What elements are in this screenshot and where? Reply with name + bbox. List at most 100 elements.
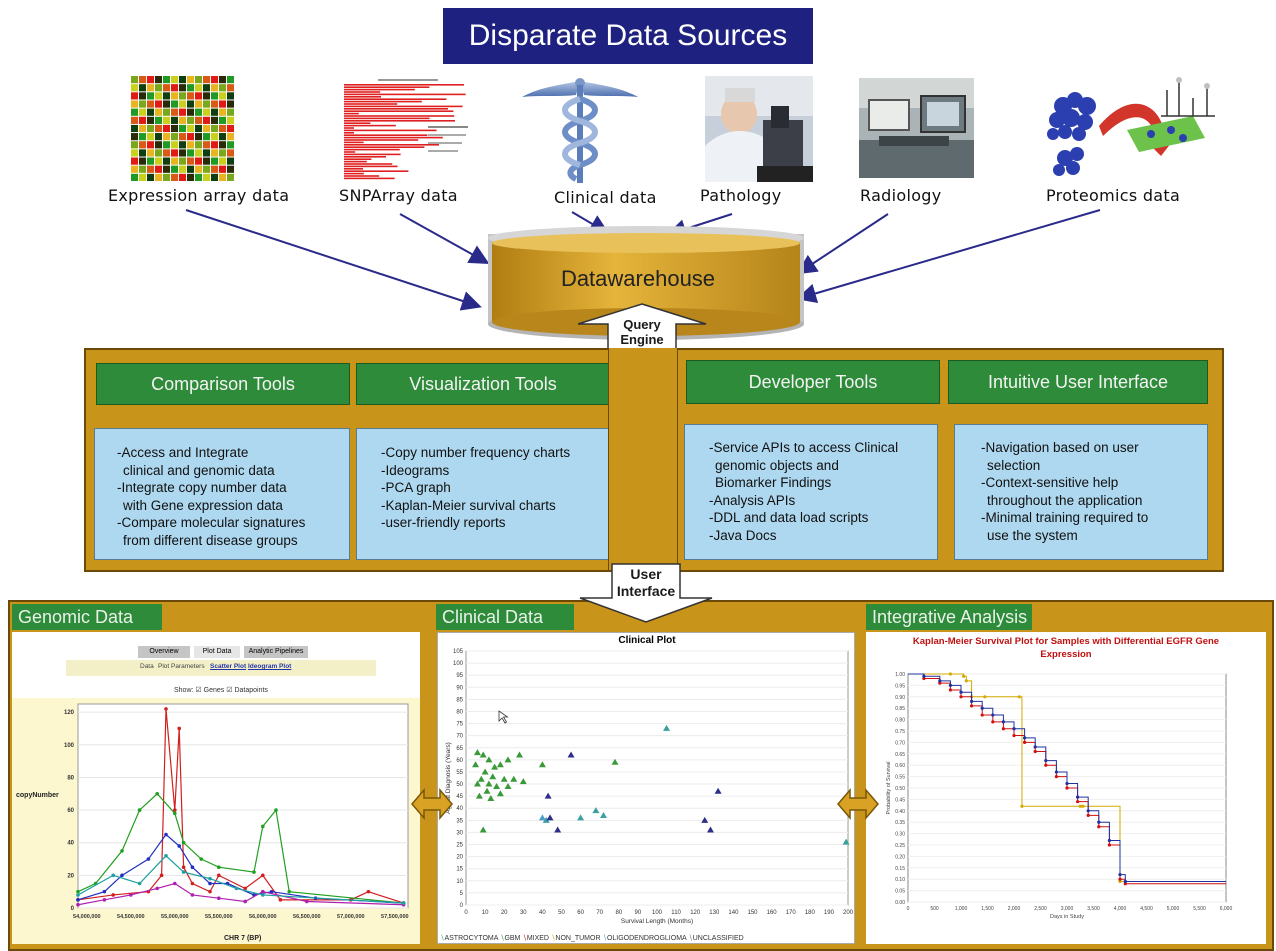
- heatmap-cell: [163, 173, 170, 181]
- genomic-xlabel: CHR 7 (BP): [224, 935, 262, 942]
- heatmap-cell: [203, 165, 210, 173]
- heatmap-cell: [227, 149, 234, 157]
- datapoints-checkbox[interactable]: ☑: [226, 687, 233, 694]
- km-censor-mark: [1065, 781, 1069, 786]
- genomic-tab-plotdata[interactable]: Plot Data: [194, 646, 240, 658]
- km-xtick: 6,000: [1220, 906, 1233, 912]
- genomic-datapoint: [274, 808, 278, 812]
- clinical-point: [472, 761, 480, 768]
- clinical-xtick: 170: [786, 910, 797, 916]
- clinical-point: [714, 787, 722, 794]
- genomic-tab-overview[interactable]: Overview: [138, 646, 190, 658]
- heatmap-cell: [131, 141, 138, 149]
- snp-bar: [344, 139, 419, 141]
- genomic-xtick: 56,000,000: [249, 914, 277, 920]
- clinical-point: [479, 751, 487, 758]
- km-censor-mark: [1033, 749, 1037, 754]
- heatmap-cell: [131, 76, 138, 84]
- genomic-datapoint: [305, 899, 309, 904]
- diagram-title: Disparate Data Sources: [443, 8, 813, 64]
- heatmap-cell: [227, 141, 234, 149]
- clinical-ytick: 20: [456, 855, 463, 861]
- heatmap-cell: [203, 173, 210, 181]
- km-censor-mark: [938, 679, 942, 683]
- km-xtick: 2,000: [1008, 906, 1021, 912]
- heatmap-cell: [139, 108, 146, 116]
- km-xtick: 4,000: [1114, 906, 1127, 912]
- genomic-tab-analytic[interactable]: Analytic Pipelines: [244, 646, 308, 658]
- genomic-datapoint: [164, 832, 168, 837]
- heatmap-cell: [219, 173, 226, 181]
- genes-checkbox[interactable]: ☑: [195, 687, 202, 694]
- heatmap-cell: [139, 141, 146, 149]
- heatmap-cell: [147, 100, 154, 108]
- km-xtick: 0: [907, 906, 910, 912]
- legend-marker: ∖: [499, 935, 505, 942]
- clinical-xtick: 80: [615, 910, 622, 916]
- genomic-datapoint: [111, 873, 115, 878]
- legend-astrocytoma: ASTROCYTOMA: [444, 935, 499, 942]
- clinical-point: [475, 792, 483, 799]
- clinical-xtick: 30: [520, 910, 527, 916]
- snp-bar: [344, 115, 455, 117]
- user-interface-line2: Interface: [616, 583, 676, 599]
- heatmap-cell: [147, 133, 154, 141]
- clinical-point: [496, 790, 504, 797]
- genomic-datapoint: [76, 889, 80, 894]
- km-censor-mark: [1065, 786, 1069, 790]
- km-censor-mark: [1076, 800, 1080, 804]
- query-engine-line2: Engine: [620, 332, 664, 347]
- heatmap-cell: [179, 173, 186, 181]
- integrative-screenshot: Kaplan-Meier Survival Plot for Samples w…: [866, 632, 1266, 944]
- genomic-subtab-params[interactable]: Plot Parameters: [158, 663, 205, 670]
- clinical-xtick: 50: [558, 910, 565, 916]
- clinical-xtick: 20: [501, 910, 508, 916]
- heatmap-cell: [187, 92, 194, 100]
- km-censor-mark: [1081, 804, 1085, 808]
- clinical-ytick: 95: [456, 673, 463, 679]
- clinical-xtick: 190: [824, 910, 835, 916]
- legend-marker: ∖: [550, 935, 556, 942]
- km-ytick: 0.60: [895, 763, 905, 769]
- snp-bar: [344, 98, 447, 100]
- km-ytick: 0.45: [895, 797, 905, 803]
- heatmap-cell: [211, 84, 218, 92]
- clinical-ytick: 80: [456, 709, 463, 715]
- km-censor-mark: [1086, 813, 1090, 817]
- genomic-xtick: 54,000,000: [73, 914, 101, 920]
- km-ytick: 0.75: [895, 729, 905, 735]
- clinical-xtick: 10: [482, 910, 489, 916]
- km-series-line: [908, 673, 1226, 885]
- km-censor-mark: [1012, 727, 1016, 731]
- tool-item: -DDL and data load scripts: [709, 510, 869, 525]
- heatmap-cell: [131, 116, 138, 124]
- km-censor-mark: [1118, 873, 1122, 877]
- heatmap-cell: [147, 84, 154, 92]
- heatmap-cell: [139, 173, 146, 181]
- tool-item: -Copy number frequency charts: [381, 445, 571, 460]
- heatmap-cell: [171, 173, 178, 181]
- heatmap-cell: [203, 84, 210, 92]
- genomic-datapoint: [137, 808, 142, 812]
- heatmap-cell: [211, 92, 218, 100]
- heatmap-cell: [195, 133, 202, 141]
- km-censor-mark: [1054, 770, 1058, 774]
- tool-item: -Context-sensitive help: [981, 475, 1119, 490]
- clinical-plot-title: Clinical Plot: [618, 635, 676, 646]
- source-label-snparray: SNPArray data: [339, 186, 458, 205]
- km-censor-mark: [922, 674, 926, 678]
- ui-tools-header: Intuitive User Interface: [948, 360, 1208, 404]
- tool-item: -Service APIs to access Clinical: [709, 440, 899, 455]
- genomic-subtab-scatter[interactable]: Scatter Plot: [210, 663, 247, 670]
- genomic-data-header: Genomic Data: [12, 604, 162, 630]
- clinical-point: [519, 778, 527, 785]
- snp-bar: [344, 134, 428, 136]
- heatmap-cell: [171, 149, 178, 157]
- genomic-subtab-ideogram[interactable]: Ideogram Plot: [248, 663, 292, 670]
- heatmap-cell: [187, 116, 194, 124]
- genomic-subtab-data[interactable]: Data: [140, 663, 154, 670]
- clinical-xtick: 70: [596, 910, 603, 916]
- user-interface-label: User Interface: [606, 566, 686, 600]
- snp-bar: [344, 163, 393, 165]
- heatmap-cell: [227, 116, 234, 124]
